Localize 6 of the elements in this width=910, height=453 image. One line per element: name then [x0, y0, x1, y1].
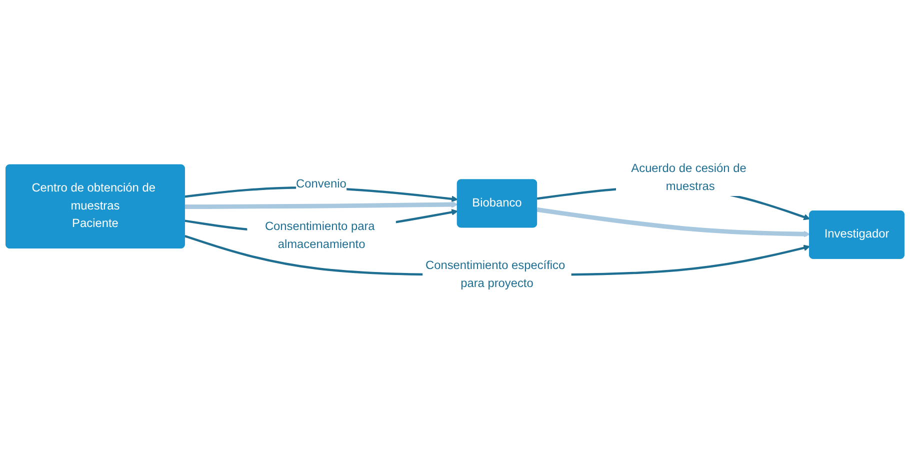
edge-label: Acuerdo de cesión de muestras [631, 162, 746, 194]
edge-label: Convenio [296, 178, 346, 190]
arrow [184, 201, 458, 210]
edge-label: Consentimiento específico para proyecto [426, 259, 566, 290]
arrow [536, 207, 810, 238]
edge-label: Consentimiento para almacenamiento [264, 220, 375, 251]
